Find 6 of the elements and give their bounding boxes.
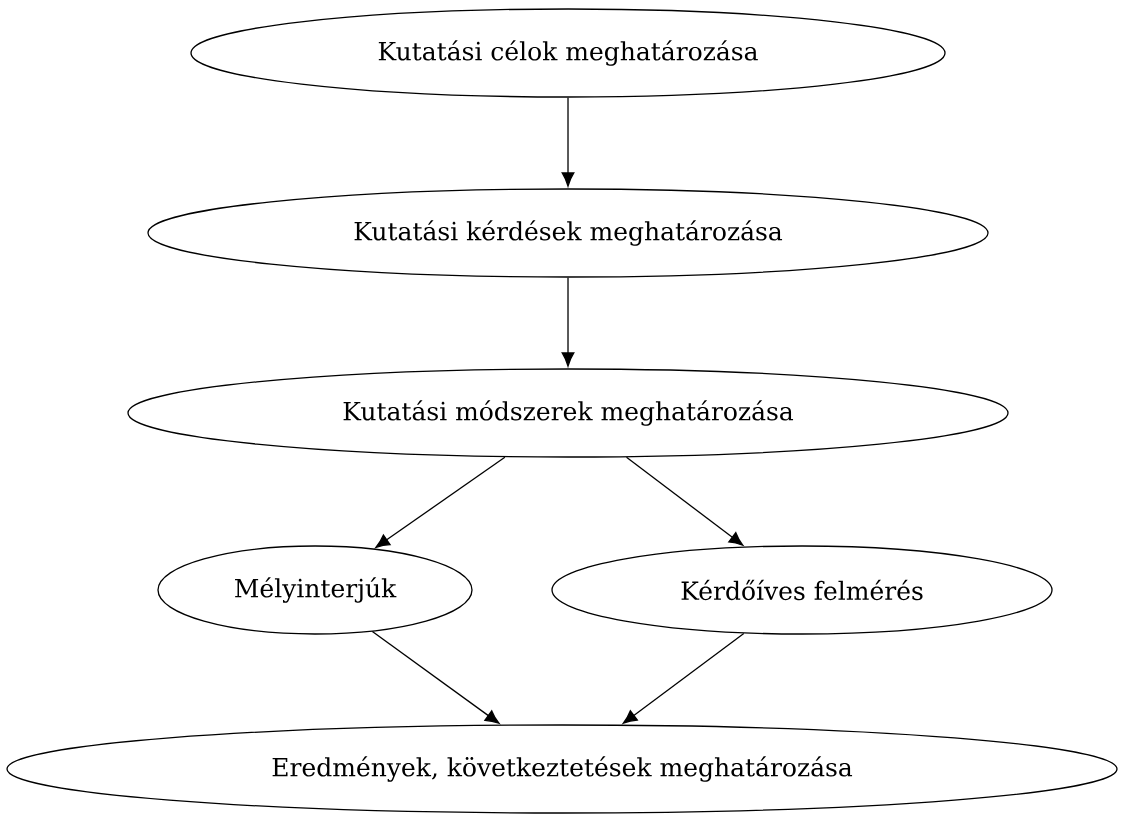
arrow <box>625 456 744 546</box>
arrow <box>375 456 506 548</box>
arrow <box>561 277 575 367</box>
arrow <box>561 97 575 187</box>
arrow <box>371 630 500 724</box>
arrow <box>622 632 745 724</box>
